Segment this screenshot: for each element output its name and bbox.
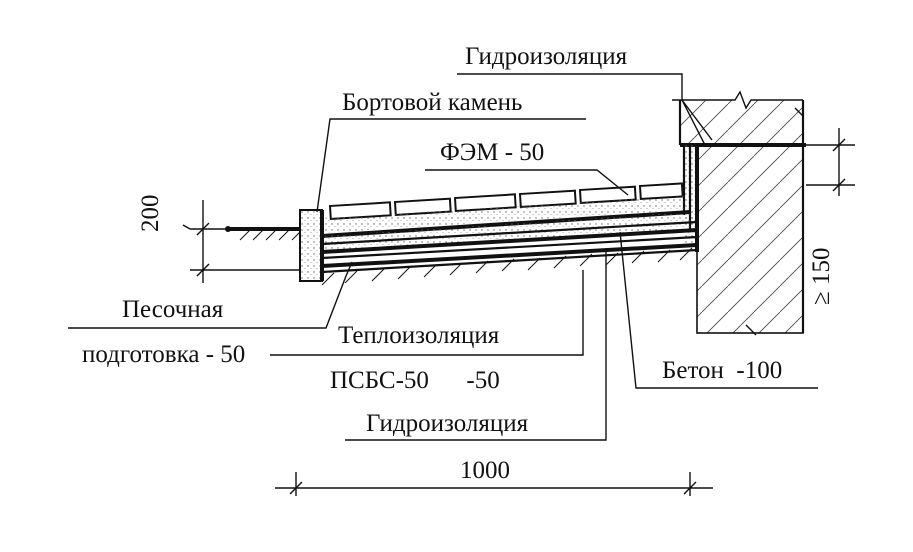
dimension-1000 [275, 472, 713, 496]
layer-lines [321, 210, 699, 274]
leader-lines [68, 73, 818, 441]
curb-stone [299, 209, 324, 282]
ground-under-layers [321, 247, 693, 286]
paving-tiles [328, 182, 684, 221]
dim-text-1000: 1000 [460, 457, 510, 484]
label-sand-line2: подготовка - 50 [82, 341, 245, 368]
label-waterproofing-bottom: Гидроизоляция [366, 410, 529, 437]
dimension-150 [803, 128, 855, 196]
wall-tick-marks [745, 107, 804, 336]
label-fem: ФЭМ - 50 [440, 139, 544, 166]
label-waterproofing-top: Гидроизоляция [465, 43, 628, 70]
label-concrete: Бетон -100 [662, 357, 782, 384]
label-sand-line1: Песочная [122, 296, 224, 323]
dim-text-150: ≥ 150 [808, 248, 835, 305]
label-curb-stone: Бортовой камень [342, 89, 522, 116]
dim-text-200: 200 [137, 195, 164, 233]
ground-left [225, 226, 301, 241]
sand-bed [322, 196, 684, 233]
dimension-200 [182, 200, 300, 283]
label-insulation: Теплоизоляция [338, 322, 500, 349]
label-psbs: ПСБС-50 -50 [330, 367, 500, 394]
